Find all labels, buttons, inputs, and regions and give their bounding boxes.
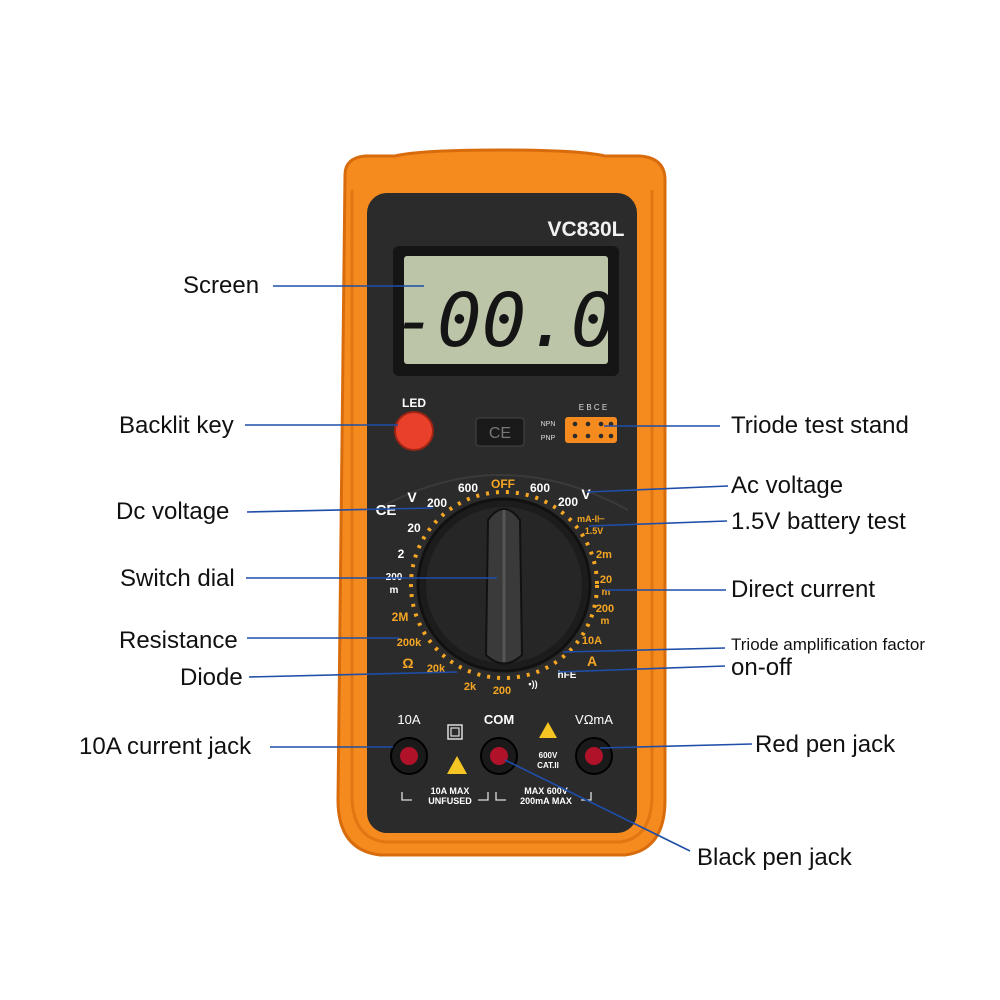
npn-label: NPN [541, 421, 556, 428]
warn-200ma: 200mA MAX [520, 796, 572, 806]
dial-range-ring [409, 490, 599, 680]
callout-resistance: Resistance [119, 627, 238, 654]
dca-10a: 10A [582, 635, 602, 647]
callout-switch-dial: Switch dial [120, 565, 235, 592]
dca-2m: 2m [596, 549, 612, 561]
dcv-20: 20 [407, 521, 421, 535]
transistor-socket[interactable] [565, 417, 617, 443]
warn-10a-max: 10A MAX [431, 786, 470, 796]
acv-sym: V [581, 486, 591, 502]
dcv-sym: V [407, 489, 417, 505]
bottom-200: 200 [493, 685, 511, 697]
callout-battery-test: 1.5V battery test [731, 508, 906, 535]
pnp-label: PNP [541, 435, 556, 442]
lcd-screen [404, 256, 608, 364]
jack-10a-label: 10A [397, 712, 420, 727]
cat-2: CAT.II [537, 761, 559, 770]
dca-m: m [602, 587, 611, 598]
ohm-200k: 200k [397, 637, 422, 649]
battery-ma: mA-I⊢ [577, 514, 605, 524]
jack-vohm-label: VΩmA [575, 712, 613, 727]
hfe: hFE [558, 670, 577, 681]
callout-ac-voltage: Ac voltage [731, 472, 844, 499]
warn-max600: MAX 600V [524, 786, 568, 796]
callout-diode: Diode [180, 664, 243, 691]
dca-20: 20 [600, 574, 612, 586]
callout-black-pen-jack: Black pen jack [697, 844, 852, 871]
callout-10a-current-jack: 10A current jack [79, 733, 252, 760]
amp-sym: A [587, 653, 597, 669]
model-name: VC830L [547, 218, 624, 241]
dcv-200: 200 [427, 496, 447, 510]
leader-lines [245, 285, 753, 852]
callout-screen: Screen [183, 272, 260, 299]
diode-2k: 2k [464, 681, 477, 693]
callout-triode-test-stand: Triode test stand [731, 412, 909, 439]
callout-backlit-key: Backlit key [119, 412, 234, 439]
dcv-2: 2 [398, 547, 405, 561]
dca-200m: m [601, 616, 610, 627]
callout-red-pen-jack: Red pen jack [755, 731, 896, 758]
buzzer-sym: •)) [528, 679, 537, 689]
dca-200: 200 [596, 603, 614, 615]
ce-mark: CE [489, 425, 511, 442]
callout-direct-current: Direct current [731, 576, 876, 603]
ce-dial: CE [376, 502, 397, 519]
acv-200: 200 [558, 495, 578, 509]
led-backlight-button[interactable] [394, 411, 434, 451]
jack-com-label: COM [484, 712, 514, 727]
dial-off: OFF [491, 477, 515, 491]
warn-unfused: UNFUSED [428, 796, 472, 806]
led-label: LED [402, 396, 426, 410]
dcv-m: m [390, 585, 399, 596]
dcv-600: 600 [458, 481, 478, 495]
callout-triode-amp: Triode amplification factor [731, 635, 926, 654]
ohm-2m: 2M [392, 610, 409, 624]
transistor-pins: E B C E [579, 403, 607, 412]
callout-on-off: on-off [731, 654, 792, 681]
ohm-sym: Ω [402, 655, 413, 671]
callout-dc-voltage: Dc voltage [116, 498, 230, 525]
lcd-reading: -00.0 [393, 278, 616, 364]
battery-15: 1.5V [585, 526, 604, 536]
acv-600: 600 [530, 481, 550, 495]
cat-1: 600V [539, 751, 558, 760]
